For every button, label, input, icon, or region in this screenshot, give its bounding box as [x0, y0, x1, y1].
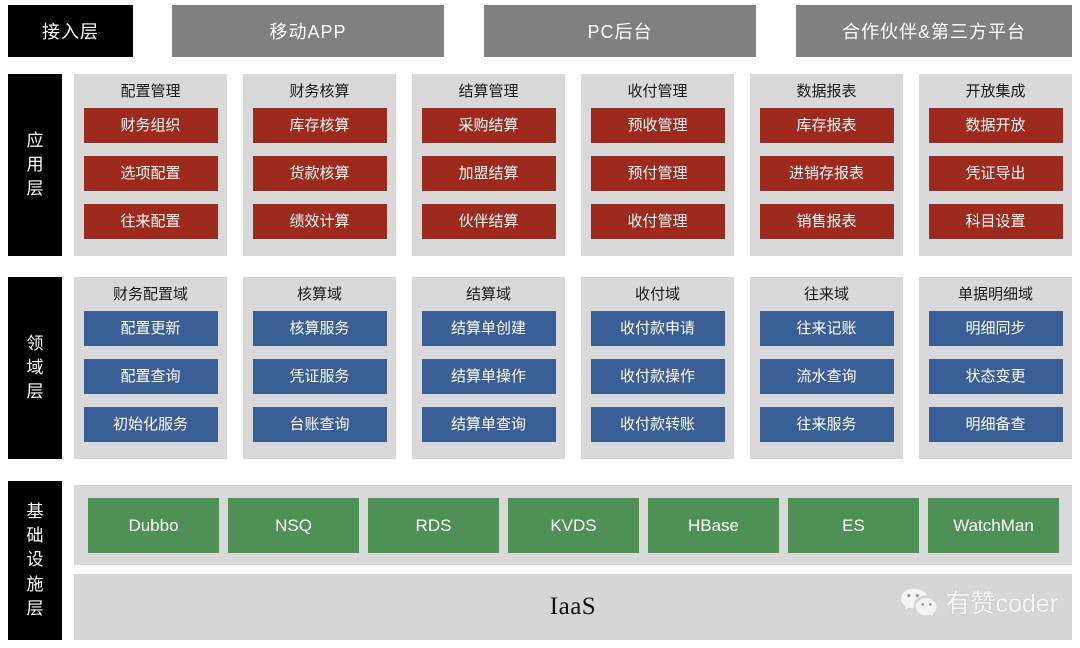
domain-item[interactable]: 流水查询: [759, 359, 894, 394]
app-item[interactable]: 货款核算: [252, 156, 387, 191]
domain-group-finance-config: 财务配置域 配置更新 配置查询 初始化服务: [74, 277, 227, 459]
group-title: 开放集成: [965, 83, 1026, 100]
layer-label-char: 领: [26, 333, 44, 353]
app-item[interactable]: 科目设置: [928, 204, 1063, 239]
access-channel-label: PC后台: [587, 22, 653, 42]
access-channel-partner-thirdparty: 合作伙伴&第三方平台: [796, 5, 1072, 57]
domain-item[interactable]: 往来记账: [759, 311, 894, 346]
infrastructure-components-panel: Dubbo NSQ RDS KVDS HBase ES WatchMan: [74, 485, 1072, 565]
layer-label-char: 层: [26, 382, 44, 402]
app-group-settlement-management: 结算管理 采购结算 加盟结算 伙伴结算: [412, 74, 565, 256]
app-group-data-reports: 数据报表 库存报表 进销存报表 销售报表: [750, 74, 903, 256]
app-item[interactable]: 数据开放: [928, 108, 1063, 143]
layer-label-char: 础: [26, 526, 44, 546]
domain-group-bill-detail: 单据明细域 明细同步 状态变更 明细备查: [919, 277, 1072, 459]
group-title: 核算域: [296, 286, 342, 303]
group-title: 往来域: [803, 286, 849, 303]
app-group-receipt-payment-management: 收付管理 预收管理 预付管理 收付管理: [581, 74, 734, 256]
group-title: 财务配置域: [112, 286, 188, 303]
domain-item[interactable]: 明细备查: [928, 407, 1063, 442]
access-channel-mobile-app: 移动APP: [172, 5, 444, 57]
app-item[interactable]: 凭证导出: [928, 156, 1063, 191]
app-item[interactable]: 伙伴结算: [421, 204, 556, 239]
layer-label-char: 应: [26, 130, 44, 150]
group-title: 财务核算: [289, 83, 350, 100]
domain-item[interactable]: 凭证服务: [252, 359, 387, 394]
domain-group-settlement: 结算域 结算单创建 结算单操作 结算单查询: [412, 277, 565, 459]
app-group-financial-accounting: 财务核算 库存核算 货款核算 绩效计算: [243, 74, 396, 256]
group-title: 收付域: [634, 286, 680, 303]
domain-item[interactable]: 往来服务: [759, 407, 894, 442]
access-channel-label: 移动APP: [269, 22, 347, 42]
wechat-icon: [900, 587, 938, 618]
domain-item[interactable]: 核算服务: [252, 311, 387, 346]
domain-item[interactable]: 明细同步: [928, 311, 1063, 346]
domain-item[interactable]: 台账查询: [252, 407, 387, 442]
app-item[interactable]: 收付管理: [590, 204, 725, 239]
infra-component-nsq[interactable]: NSQ: [228, 498, 359, 553]
group-title: 数据报表: [796, 83, 857, 100]
access-channel-pc-backend: PC后台: [484, 5, 756, 57]
iaas-label: IaaS: [549, 593, 597, 620]
domain-item[interactable]: 结算单创建: [421, 311, 556, 346]
domain-item[interactable]: 配置更新: [83, 311, 218, 346]
app-group-open-integration: 开放集成 数据开放 凭证导出 科目设置: [919, 74, 1072, 256]
group-title: 结算域: [465, 286, 511, 303]
app-item[interactable]: 库存报表: [759, 108, 894, 143]
domain-group-accounting: 核算域 核算服务 凭证服务 台账查询: [243, 277, 396, 459]
group-title: 配置管理: [120, 83, 181, 100]
access-layer-label-box: 接入层: [8, 5, 133, 57]
infra-component-hbase[interactable]: HBase: [648, 498, 779, 553]
application-layer-side-label: 应 用 层: [8, 74, 62, 256]
infra-component-watchman[interactable]: WatchMan: [928, 498, 1059, 553]
app-item[interactable]: 绩效计算: [252, 204, 387, 239]
app-item[interactable]: 加盟结算: [421, 156, 556, 191]
domain-item[interactable]: 状态变更: [928, 359, 1063, 394]
layer-label-char: 用: [26, 154, 44, 174]
app-item[interactable]: 往来配置: [83, 204, 218, 239]
layer-label-char: 基: [26, 502, 44, 522]
layer-label-char: 设: [26, 550, 44, 570]
watermark-text: 有赞coder: [945, 590, 1058, 618]
app-item[interactable]: 采购结算: [421, 108, 556, 143]
app-item[interactable]: 预收管理: [590, 108, 725, 143]
app-item[interactable]: 进销存报表: [759, 156, 894, 191]
app-group-config-management: 配置管理 财务组织 选项配置 往来配置: [74, 74, 227, 256]
domain-layer-side-label: 领 域 层: [8, 277, 62, 459]
watermark: 有赞coder: [899, 584, 1058, 620]
infra-component-kvds[interactable]: KVDS: [508, 498, 639, 553]
infrastructure-layer-side-label: 基 础 设 施 层: [8, 481, 62, 640]
access-layer-label: 接入层: [42, 22, 99, 42]
domain-item[interactable]: 收付款操作: [590, 359, 725, 394]
group-title: 单据明细域: [957, 286, 1033, 303]
domain-item[interactable]: 初始化服务: [83, 407, 218, 442]
access-layer-row: 接入层 移动APP PC后台 合作伙伴&第三方平台: [0, 5, 1080, 57]
group-title: 结算管理: [458, 83, 519, 100]
infra-component-rds[interactable]: RDS: [368, 498, 499, 553]
domain-group-current-account: 往来域 往来记账 流水查询 往来服务: [750, 277, 903, 459]
app-item[interactable]: 预付管理: [590, 156, 725, 191]
layer-label-char: 域: [26, 357, 44, 377]
infra-component-dubbo[interactable]: Dubbo: [88, 498, 219, 553]
app-item[interactable]: 选项配置: [83, 156, 218, 191]
access-channel-label: 合作伙伴&第三方平台: [841, 22, 1026, 42]
domain-item[interactable]: 结算单操作: [421, 359, 556, 394]
infra-component-es[interactable]: ES: [788, 498, 919, 553]
domain-item[interactable]: 收付款申请: [590, 311, 725, 346]
app-item[interactable]: 库存核算: [252, 108, 387, 143]
group-title: 收付管理: [627, 83, 688, 100]
layer-label-char: 施: [26, 574, 44, 594]
domain-item[interactable]: 结算单查询: [421, 407, 556, 442]
app-item[interactable]: 财务组织: [83, 108, 218, 143]
app-item[interactable]: 销售报表: [759, 204, 894, 239]
domain-item[interactable]: 配置查询: [83, 359, 218, 394]
domain-item[interactable]: 收付款转账: [590, 407, 725, 442]
layer-label-char: 层: [26, 598, 44, 618]
layer-label-char: 层: [26, 179, 44, 199]
domain-group-receipt-payment: 收付域 收付款申请 收付款操作 收付款转账: [581, 277, 734, 459]
